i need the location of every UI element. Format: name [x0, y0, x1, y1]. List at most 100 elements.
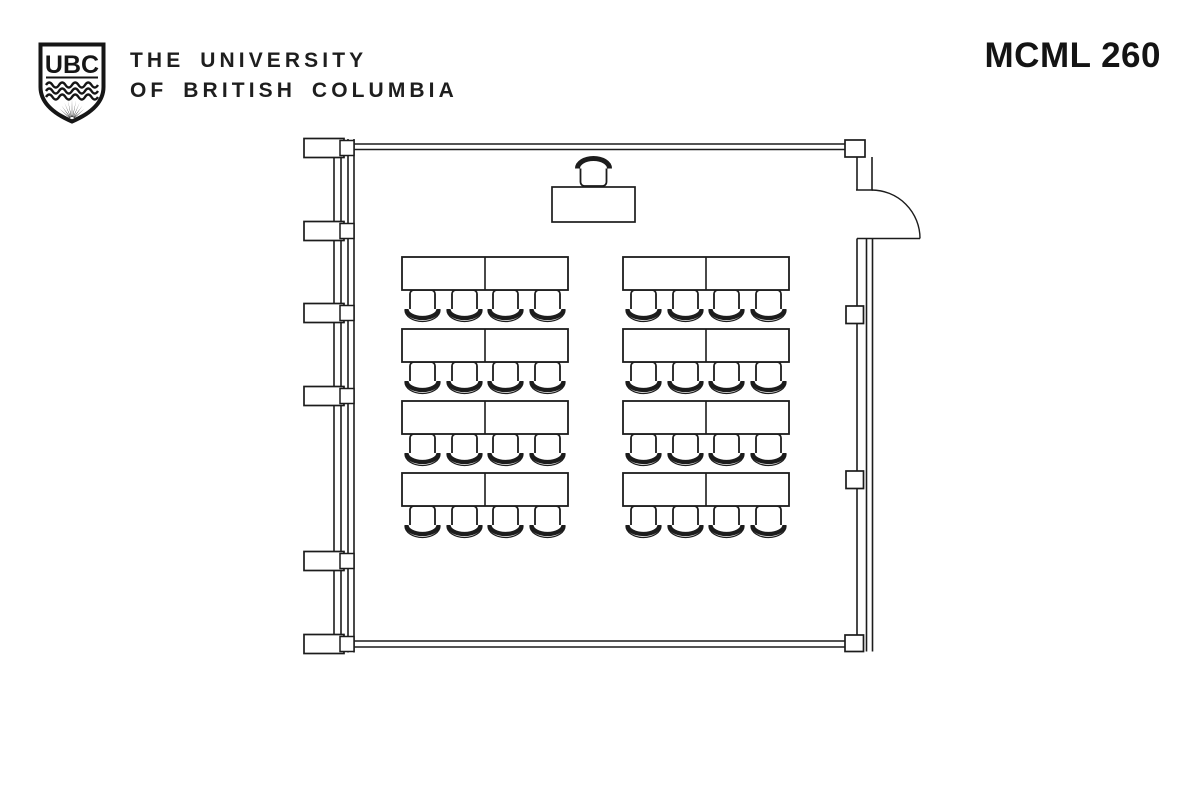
pilaster — [303, 137, 345, 159]
chair-back — [529, 308, 566, 321]
chair-back-echo — [529, 453, 566, 467]
chair-back — [750, 452, 787, 465]
chair-back-echo — [667, 453, 704, 467]
door-swing-arc — [871, 189, 921, 239]
seating-row — [622, 400, 790, 467]
chair — [667, 433, 704, 467]
chair-back — [708, 380, 745, 393]
pilaster-inner — [339, 387, 355, 405]
crest-shield — [38, 42, 106, 124]
chair-back-echo — [487, 453, 524, 467]
seating-row — [622, 328, 790, 395]
chair-back-echo — [487, 525, 524, 539]
chair — [529, 361, 566, 395]
chair — [404, 289, 441, 323]
chair-back — [404, 452, 441, 465]
chair-back — [708, 308, 745, 321]
institution-name: THE UNIVERSITY OF BRITISH COLUMBIA — [130, 46, 458, 105]
chair — [487, 361, 524, 395]
chair — [529, 433, 566, 467]
chair-back-echo — [750, 381, 787, 395]
institution-line2: OF BRITISH COLUMBIA — [130, 78, 458, 102]
chair-back-echo — [404, 453, 441, 467]
chair — [667, 289, 704, 323]
instructor-table — [551, 186, 636, 223]
chair — [529, 505, 566, 539]
chair-back-echo — [625, 453, 662, 467]
chair-back-echo — [667, 381, 704, 395]
chair-back-echo — [708, 381, 745, 395]
seating-block-1 — [401, 256, 569, 539]
chair-back-echo — [404, 381, 441, 395]
chair — [708, 289, 745, 323]
chair-back — [575, 156, 612, 169]
chair-back-echo — [625, 309, 662, 323]
chair — [487, 505, 524, 539]
crest-sunburst-icon — [58, 99, 86, 120]
crest-ubc-text: UBC — [45, 51, 99, 79]
chair-back — [529, 380, 566, 393]
chair-back-echo — [446, 453, 483, 467]
chair-back — [487, 524, 524, 537]
chair-back-echo — [708, 453, 745, 467]
chair — [446, 361, 483, 395]
pilaster — [303, 220, 345, 242]
pilaster — [303, 633, 345, 655]
chair — [667, 505, 704, 539]
pilaster-inner — [339, 139, 355, 157]
seating-row — [401, 328, 569, 395]
chair-back-echo — [625, 525, 662, 539]
pilaster-inner — [339, 552, 355, 570]
chair — [529, 289, 566, 323]
pilaster — [303, 385, 345, 407]
chair-back — [667, 524, 704, 537]
chair-back-echo — [446, 309, 483, 323]
chair — [625, 505, 662, 539]
pilaster-inner — [339, 222, 355, 240]
right-wall-posts — [844, 139, 866, 653]
chair — [667, 361, 704, 395]
chair-back-echo — [750, 525, 787, 539]
chair — [750, 505, 787, 539]
chair-back — [625, 452, 662, 465]
chair — [404, 361, 441, 395]
chair-back-echo — [446, 381, 483, 395]
chair-back — [667, 308, 704, 321]
chair — [750, 433, 787, 467]
chair-back-echo — [750, 453, 787, 467]
chair-back — [625, 308, 662, 321]
chair-back — [404, 380, 441, 393]
crest-wave-2 — [44, 87, 100, 95]
chair-back-echo — [625, 381, 662, 395]
wall-post — [845, 470, 865, 490]
chair-back — [750, 524, 787, 537]
chair-back-echo — [487, 309, 524, 323]
chair-back-echo — [487, 381, 524, 395]
institution-line1: THE UNIVERSITY — [130, 49, 368, 72]
chair — [708, 361, 745, 395]
chair-back — [750, 380, 787, 393]
chair-back — [404, 524, 441, 537]
chair — [404, 433, 441, 467]
seating-row — [401, 400, 569, 467]
chair — [708, 505, 745, 539]
pilaster — [303, 550, 345, 572]
chair-back — [487, 380, 524, 393]
chair-back — [667, 452, 704, 465]
chair — [404, 505, 441, 539]
seating-row — [401, 472, 569, 539]
chair — [446, 289, 483, 323]
chair — [487, 433, 524, 467]
left-wall-pilasters — [303, 137, 355, 655]
chair — [446, 505, 483, 539]
chair — [446, 433, 483, 467]
chair-back-echo — [708, 525, 745, 539]
chair — [575, 156, 612, 187]
chair-back — [625, 380, 662, 393]
seating-row — [622, 256, 790, 323]
chair-back — [446, 524, 483, 537]
chair-back — [487, 308, 524, 321]
chair-back-echo — [750, 309, 787, 323]
